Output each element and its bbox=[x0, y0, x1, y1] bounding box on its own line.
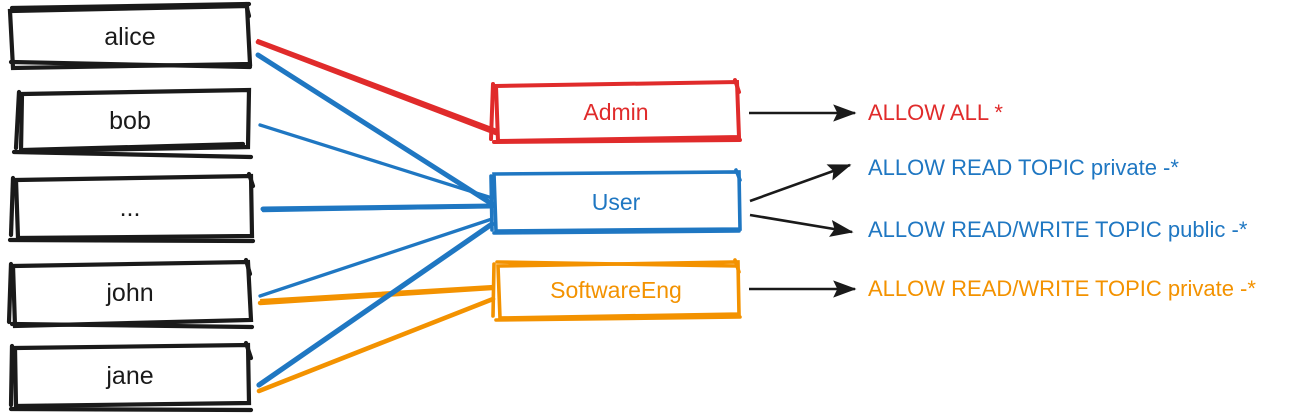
arrow-user-allow-read-topic-private bbox=[749, 163, 852, 203]
role-box-user[interactable] bbox=[489, 168, 742, 235]
user-box-jane[interactable] bbox=[8, 340, 254, 413]
edge-jane-softwareeng bbox=[256, 296, 496, 394]
user-box-john[interactable] bbox=[6, 257, 255, 330]
role-box-softwareeng[interactable] bbox=[491, 258, 742, 322]
user-box-alice[interactable] bbox=[7, 1, 253, 71]
permission-label-allow-read-topic-private: ALLOW READ TOPIC private -* bbox=[868, 155, 1179, 180]
edge-john-softwareeng bbox=[257, 284, 495, 306]
user-box-ellipsis[interactable] bbox=[7, 171, 256, 244]
role-box-admin[interactable] bbox=[489, 78, 742, 144]
edge-alice-user bbox=[255, 52, 495, 207]
edge-bob-user bbox=[258, 123, 494, 200]
arrow-user-allow-readwrite-topic-public bbox=[749, 213, 854, 237]
edge-ellipsis-user bbox=[260, 203, 495, 213]
edge-john-user bbox=[258, 217, 494, 298]
permission-label-allow-all: ALLOW ALL * bbox=[868, 100, 1003, 125]
permission-label-allow-readwrite-topic-public: ALLOW READ/WRITE TOPIC public -* bbox=[868, 217, 1248, 242]
permission-label-allow-readwrite-topic-private: ALLOW READ/WRITE TOPIC private -* bbox=[868, 276, 1256, 301]
edge-alice-admin bbox=[255, 38, 499, 136]
user-box-bob[interactable] bbox=[11, 87, 254, 160]
edge-jane-user bbox=[256, 221, 495, 388]
